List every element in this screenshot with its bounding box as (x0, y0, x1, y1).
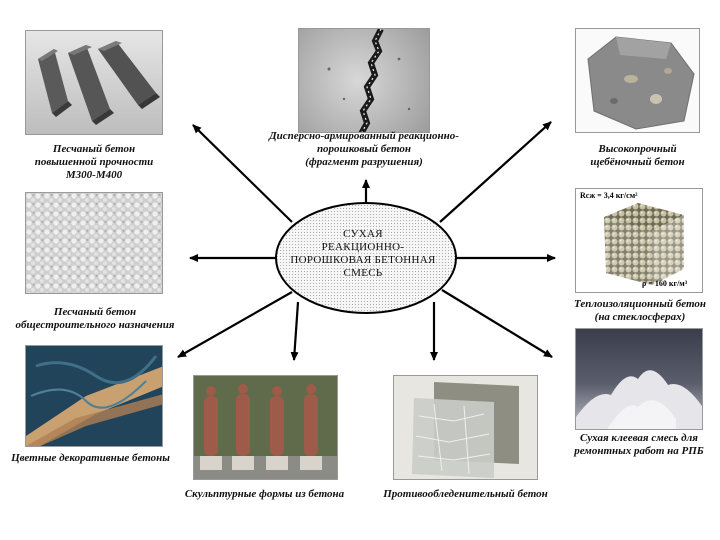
photo-high-strength (575, 28, 700, 133)
arrow-top-left (192, 124, 293, 223)
caption-sand-high: Песчаный бетон повышенной прочности М300… (34, 143, 154, 181)
thermal-strength-label: Rсж = 3,4 кг/см² (580, 191, 638, 200)
thermal-density-label: ρ = 160 кг/м³ (642, 279, 688, 288)
caption-sculptural: Скульптурные формы из бетона (184, 488, 345, 500)
caption-sand-general: Песчаный бетон общестроительного назначе… (15, 306, 175, 331)
photo-dispersed (298, 28, 430, 133)
arrow-bottom-right (441, 289, 553, 358)
caption-thermal: Теплоизоляционный бетон (на стеклосферах… (574, 298, 706, 323)
arrow-bottom-left (177, 291, 293, 358)
photo-anti-icing (393, 375, 538, 480)
arrow-top-right (439, 121, 552, 223)
arrow-bottom-left-down (290, 301, 300, 361)
photo-sand-general (25, 192, 163, 294)
photo-thermal (575, 188, 703, 293)
caption-colored: Цветные декоративные бетоны (11, 452, 170, 464)
center-label: СУХАЯ РЕАКЦИОННО- ПОРОШКОВАЯ БЕТОННАЯ СМ… (290, 228, 436, 279)
photo-adhesive (575, 328, 703, 430)
photo-sculptural (193, 375, 338, 480)
caption-adhesive: Сухая клеевая смесь для ремонтных работ … (574, 432, 704, 457)
caption-anti-icing: Противообледенительный бетон (383, 488, 548, 500)
caption-dispersed: Дисперсно-армированный реакционно- порош… (269, 130, 459, 168)
photo-sand-high (25, 30, 163, 135)
caption-high-strength: Высокопрочный щебёночный бетон (590, 143, 685, 168)
photo-colored (25, 345, 163, 447)
center-ellipse (275, 202, 457, 314)
